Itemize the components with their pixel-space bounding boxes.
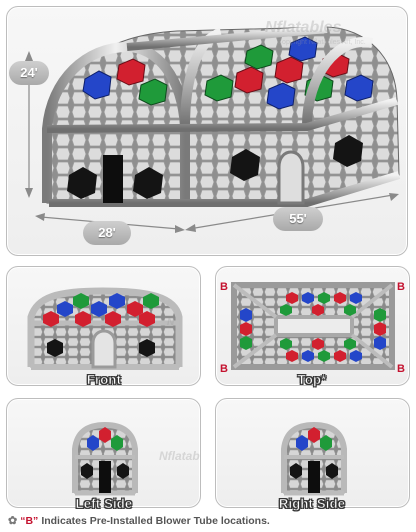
left-side-door	[99, 461, 111, 493]
right-side-view-label: Right Side	[278, 496, 346, 512]
side-door-arch	[277, 150, 305, 205]
blower-marker-bottom-right: B	[397, 363, 405, 375]
front-door-arch	[91, 329, 117, 369]
right-side-panel	[215, 398, 410, 508]
top-view-illustration	[231, 282, 395, 370]
left-side-illustration	[72, 421, 138, 496]
width-dimension-pill: 28'	[83, 221, 131, 245]
gear-icon: ✿	[8, 515, 18, 527]
blower-marker-top-right: B	[397, 281, 405, 293]
front-door	[103, 155, 123, 203]
front-watermark: N	[167, 317, 175, 328]
right-side-door	[308, 461, 320, 493]
watermark-copyright: Copyright Nflatables Art, Inc.	[277, 39, 366, 46]
tent-perspective-illustration	[25, 25, 403, 233]
length-dimension-pill: 55'	[273, 207, 323, 231]
blower-marker-top-left: B	[220, 281, 228, 293]
top-view-label: Top*	[297, 372, 327, 388]
wall-black-panels	[67, 135, 363, 199]
roof-color-panels	[82, 36, 374, 110]
watermark-brand: Nflatables	[265, 19, 342, 36]
side-watermark-brand: Nflatables	[159, 449, 200, 463]
right-side-illustration	[281, 421, 347, 496]
top-color-panels	[240, 292, 386, 362]
blower-footnote: ✿ “B” Indicates Pre-Installed Blower Tub…	[8, 514, 412, 528]
blower-marker-bottom-left: B	[220, 363, 228, 375]
front-view-panel: N	[6, 266, 201, 386]
watermark-logo: Nflatables	[265, 19, 341, 37]
front-view-illustration	[27, 287, 183, 370]
front-color-panels	[43, 293, 159, 357]
main-view-panel: Nflatables Copyright Nflatables Art, Inc…	[6, 6, 408, 256]
side-watermark-text: Nflatables	[159, 449, 200, 463]
watermark-tagline: Copyright Nflatables Art, Inc.	[277, 39, 366, 46]
left-side-view-label: Left Side	[75, 496, 133, 512]
footnote-marker: “B”	[20, 514, 39, 527]
left-side-panel: Nflatables	[6, 398, 201, 508]
footnote-text: Indicates Pre-Installed Blower Tube loca…	[41, 514, 270, 527]
height-dimension-pill: 24'	[9, 61, 49, 85]
top-view-panel: B B B B	[215, 266, 410, 386]
front-view-label: Front	[86, 372, 122, 388]
